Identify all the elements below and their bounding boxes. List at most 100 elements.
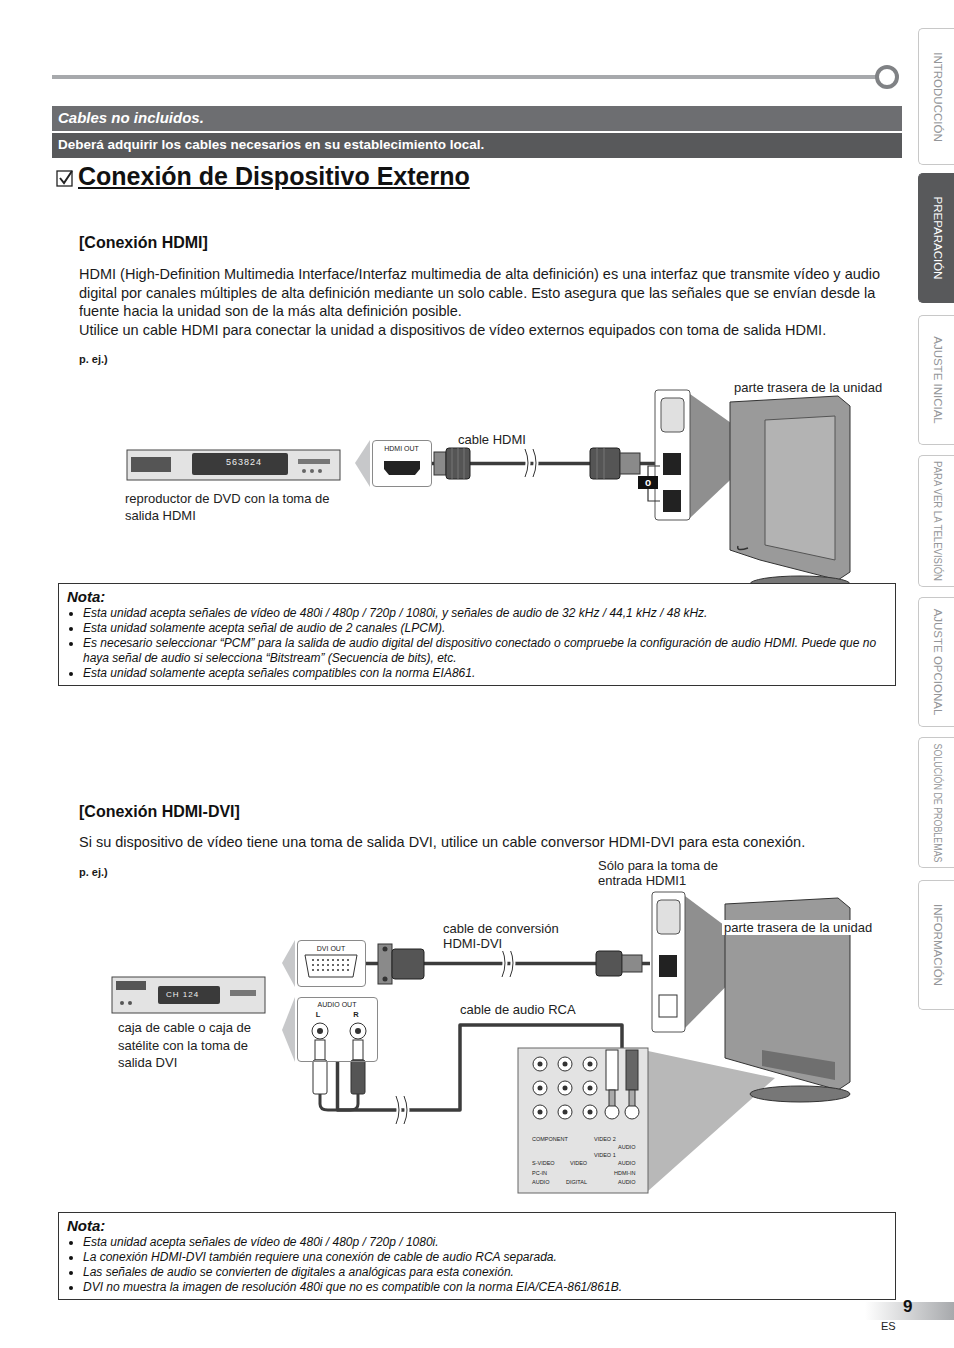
display-readout: 563824	[226, 457, 262, 467]
cable-break	[396, 1096, 407, 1124]
jack-panel: COMPONENTVIDEO 2AUDIOVIDEO 1S-VIDEOVIDEO…	[518, 1048, 648, 1193]
node-text: AUDIO	[618, 1144, 635, 1150]
cable-label: cable de conversión HDMI-DVI	[443, 921, 583, 951]
dvd-player	[131, 457, 171, 472]
section-tab: PREPARACIÓN	[918, 173, 954, 303]
tv-rear	[648, 892, 850, 1191]
node-text: VIDEO	[570, 1160, 587, 1166]
dvi-port	[322, 964, 324, 966]
paragraph: HDMI (High-Definition Multimedia Interfa…	[79, 265, 901, 321]
hdmi-plug	[446, 448, 470, 479]
note-item: Esta unidad solamente acepta señales com…	[83, 666, 887, 681]
section-tab: SOLUCIÓN DE PROBLEMAS	[918, 737, 954, 868]
cable-break	[502, 949, 513, 977]
node-text: reproductor de DVD con la toma de salida…	[125, 490, 353, 524]
dvi-port	[312, 959, 349, 971]
dvi-port	[337, 969, 339, 971]
tv-rear	[661, 398, 684, 432]
dvi-plug	[596, 951, 622, 976]
dvi-port	[347, 959, 349, 961]
jack-panel	[609, 1090, 615, 1106]
top-rule	[52, 67, 897, 87]
jack-panel	[583, 1105, 597, 1119]
cable-break	[525, 449, 536, 477]
cable-label: cable de audio RCA	[460, 1002, 576, 1017]
dvi-port	[332, 959, 334, 961]
note-item: Esta unidad acepta señales de vídeo de 4…	[83, 1235, 887, 1250]
node-text: AUDIO	[618, 1179, 635, 1185]
dvi-port	[312, 964, 314, 966]
dvi-port	[337, 959, 339, 961]
tv-rear	[762, 1050, 835, 1080]
node-text: AUDIO	[618, 1160, 635, 1166]
callout-pointer	[282, 440, 370, 1062]
node-text: HDMI OUT	[373, 445, 430, 453]
node-text: R	[351, 1010, 361, 1019]
jack-panel	[558, 1081, 572, 1095]
port-callout: HDMI OUT	[372, 440, 432, 487]
tv-rear	[659, 995, 677, 1017]
dvi-plug	[383, 977, 388, 982]
section-heading: [Conexión HDMI-DVI]	[79, 803, 240, 821]
cable-box	[116, 981, 146, 990]
rca-jack	[350, 1023, 366, 1039]
tab-label: AJUSTE INICIAL	[930, 336, 943, 424]
cable-break	[396, 1096, 407, 1124]
dvi-port	[317, 969, 319, 971]
header-band: Cables no incluidos.	[52, 106, 902, 131]
node-text: VIDEO 1	[594, 1152, 616, 1158]
text-column: HDMI (High-Definition Multimedia Interfa…	[79, 265, 901, 339]
jack-panel	[588, 1086, 593, 1091]
jack-panel	[558, 1057, 572, 1071]
tv-rear	[750, 1086, 850, 1102]
jack-panel	[588, 1062, 593, 1067]
jack-panel	[558, 1105, 572, 1119]
dvi-port	[327, 964, 329, 966]
dvi-port	[332, 964, 334, 966]
rca-jack	[355, 1028, 361, 1034]
dvi-port	[342, 969, 344, 971]
display-readout: CH 124	[166, 990, 199, 999]
tv-rear	[730, 396, 850, 580]
tv-rear	[663, 490, 681, 512]
hdmi-plug	[434, 448, 640, 479]
port-callout: DVI OUT	[297, 940, 366, 987]
cable-box	[112, 977, 265, 1013]
page-number: 9	[903, 1297, 912, 1317]
tv-rear	[657, 900, 680, 934]
tv-rear	[648, 1051, 775, 1191]
node-text: AUDIO OUT	[298, 1001, 376, 1009]
hdmi-plug	[434, 452, 446, 475]
rca-jack	[312, 1023, 328, 1039]
port-callout: AUDIO OUTLR	[297, 997, 378, 1062]
hdmi-plug	[464, 448, 465, 479]
dvd-player	[302, 469, 306, 473]
cable-box	[230, 990, 256, 996]
jack-panel	[563, 1086, 568, 1091]
note-item: Esta unidad acepta señales de vídeo de 4…	[83, 606, 887, 621]
dvd-player	[318, 469, 322, 473]
dvi-port	[342, 964, 344, 966]
note-heading: Nota:	[67, 587, 887, 606]
checkbox-icon	[57, 171, 72, 186]
jack-panel	[625, 1105, 639, 1119]
tv-rear	[655, 390, 690, 520]
hdmi-plug	[458, 448, 459, 479]
node-text: Deberá adquirir los cables necesarios en…	[58, 137, 484, 152]
cable-group	[338, 464, 656, 1111]
example-mark: p. ej.)	[79, 866, 108, 878]
tv-rear	[663, 453, 681, 475]
node-text: DIGITAL	[566, 1179, 587, 1185]
hdmi-plug	[452, 448, 453, 479]
node-text: HDMI-IN	[614, 1170, 635, 1176]
tv-rear	[765, 416, 835, 560]
tab-label: SOLUCIÓN DE PROBLEMAS	[930, 743, 943, 862]
cable-break	[396, 449, 536, 1124]
rca-plug	[313, 1060, 327, 1094]
jack-panel	[533, 1057, 547, 1071]
hdmi-plug	[597, 448, 598, 479]
node-text: parte trasera de la unidad	[732, 380, 884, 395]
tv-rear	[659, 955, 677, 977]
cable-break	[502, 949, 513, 977]
port-note: Sólo para la toma de entrada HDMI1	[598, 859, 748, 888]
